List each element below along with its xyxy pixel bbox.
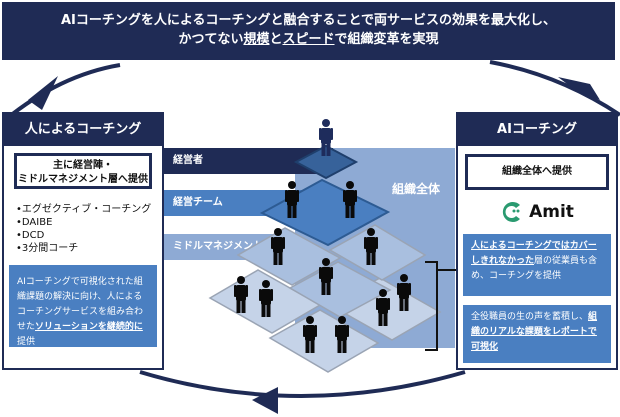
service-item: •3分間コーチ bbox=[16, 243, 79, 254]
tile-executive bbox=[293, 144, 359, 180]
headline-line-1: AIコーチングを人によるコーチングと融合することで両サービスの効果を最大化し、 bbox=[60, 13, 557, 28]
tiles-middle bbox=[236, 224, 427, 318]
human-coaching-description: AIコーチングで可視化された組織課題の解決に向け、人によるコーチングサービスを組… bbox=[9, 265, 157, 347]
amit-logo-text: Amit bbox=[529, 202, 574, 222]
service-item: •DAIBE bbox=[16, 217, 53, 228]
service-item: •DCD bbox=[16, 230, 45, 241]
level-label-executive: 経営者 bbox=[173, 155, 203, 166]
service-list: •エグゼクティブ・コーチング •DAIBE •DCD •3分間コーチ bbox=[16, 203, 162, 255]
headline-banner: AIコーチングを人によるコーチングと融合することで両サービスの効果を最大化し、 … bbox=[2, 2, 615, 60]
ai-coaching-visualization: 全役職員の生の声を蓄積し、組織のリアルな課題をレポートで可視化 bbox=[463, 305, 611, 363]
amit-logo-icon bbox=[502, 202, 521, 222]
target-line-1: 主に経営陣・ bbox=[53, 160, 113, 171]
description-text: 提供 bbox=[17, 337, 36, 347]
visualization-text: 全役職員の生の声を蓄積し、 bbox=[471, 312, 589, 322]
headline-emphasis-scale: 規模 bbox=[243, 32, 270, 47]
arrowhead-top-right-icon bbox=[558, 77, 600, 100]
headline-text: かつてない bbox=[178, 32, 244, 47]
description-text: AIコーチングで可視化された組織課題の解決に向け、人によるコーチングサービスを組… bbox=[17, 277, 144, 332]
human-coaching-target: 主に経営陣・ ミドルマネジメント層へ提供 bbox=[14, 153, 152, 189]
level-label-management-team: 経営チーム bbox=[173, 197, 223, 208]
tile-middle-right bbox=[328, 224, 427, 281]
org-whole-label: 組織全体 bbox=[392, 182, 441, 196]
target-line-2: ミドルマネジメント層へ提供 bbox=[18, 174, 148, 185]
arrowhead-top-left-icon bbox=[28, 76, 58, 110]
headline-text: と bbox=[269, 32, 283, 47]
ai-coaching-panel: AIコーチング 組織全体へ提供 Amit 人によるコーチングではカバーしきれなか… bbox=[456, 112, 618, 370]
coverage-emphasis: 人によるコーチングではカバーしきれなかった bbox=[471, 241, 597, 266]
visualization-emphasis: 組織のリアルな課題をレポートで可視化 bbox=[471, 312, 598, 352]
headline-emphasis-speed: スピード bbox=[282, 32, 335, 47]
arrowhead-bottom-icon bbox=[252, 387, 278, 414]
coverage-text: 層の従業員も含め、コーチングを提供 bbox=[471, 256, 598, 281]
service-item: •エグゼクティブ・コーチング bbox=[16, 204, 152, 215]
description-emphasis: ソリューションを継続的に bbox=[35, 322, 143, 332]
arrow-bottom bbox=[139, 370, 466, 398]
tile-middle-left bbox=[236, 227, 342, 286]
tile-bottom-center bbox=[268, 309, 380, 373]
headline-text: で組織変革を実現 bbox=[334, 32, 439, 47]
amit-logo: Amit bbox=[458, 194, 616, 230]
ai-coaching-coverage: 人によるコーチングではカバーしきれなかった層の従業員も含め、コーチングを提供 bbox=[463, 234, 611, 296]
human-coaching-title: 人によるコーチング bbox=[4, 114, 162, 146]
ai-coaching-target: 組織全体へ提供 bbox=[465, 154, 609, 190]
human-coaching-panel: 人によるコーチング 主に経営陣・ ミドルマネジメント層へ提供 •エグゼクティブ・… bbox=[2, 112, 164, 370]
ai-coaching-title: AIコーチング bbox=[458, 114, 616, 146]
level-label-middle-management: ミドルマネジメント bbox=[173, 241, 263, 252]
arrow-top-left bbox=[3, 63, 121, 122]
arrow-top-right bbox=[489, 60, 620, 117]
headline-line-2: かつてない規模とスピードで組織変革を実現 bbox=[2, 30, 615, 49]
